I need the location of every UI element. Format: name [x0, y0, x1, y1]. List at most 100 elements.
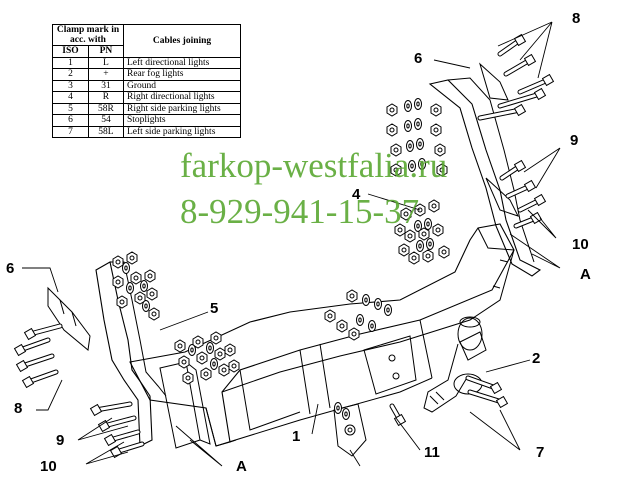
bolt-head [513, 103, 527, 117]
washer-hole [386, 307, 390, 313]
nut [430, 123, 442, 137]
nut-hole [221, 367, 227, 373]
bolt-head [393, 413, 407, 427]
washer-hole [128, 285, 132, 291]
nut [148, 307, 160, 321]
nut [210, 331, 222, 345]
nut [182, 371, 194, 385]
washer-hole [428, 241, 432, 247]
washer-hole [190, 347, 194, 353]
table-cell-iso: 7 [52, 125, 89, 138]
nut-hole [339, 323, 345, 329]
nut-hole [435, 227, 441, 233]
nut-hole [433, 127, 439, 133]
nut-hole [439, 167, 445, 173]
table-header-cables-joining: Cables joining [123, 24, 241, 58]
washer [384, 304, 392, 316]
nut [200, 367, 212, 381]
washer [414, 118, 422, 130]
main-crossbar [129, 223, 515, 447]
washer-hole [358, 317, 362, 323]
callout-5: 5 [210, 300, 219, 317]
bolt-shaft-inner [498, 92, 542, 108]
callout-9-left: 9 [56, 432, 65, 449]
washer [342, 408, 350, 420]
washer [416, 138, 424, 150]
table-row: 2+Rear fog lights [52, 68, 241, 81]
callout-A-left: A [236, 458, 247, 475]
fastener-group [13, 33, 555, 459]
table-cell-desc: Ground [123, 79, 241, 92]
bolt-shaft-inner [20, 354, 54, 368]
nut [214, 347, 226, 361]
nut-hole [217, 351, 223, 357]
callout-8-left: 8 [14, 400, 23, 417]
table-cell-pn: R [87, 91, 125, 104]
table-cell-pn: 58R [87, 102, 125, 115]
nut [408, 251, 420, 265]
nut [324, 309, 336, 323]
washer-hole [416, 121, 420, 127]
bolt-head [21, 375, 35, 389]
nut [434, 143, 446, 157]
nut-hole [431, 203, 437, 209]
callout-A-right: A [580, 266, 591, 283]
nut [390, 143, 402, 157]
bolt-head [541, 73, 555, 87]
washer [368, 320, 376, 332]
washer-hole [410, 163, 414, 169]
callout-8-right: 8 [572, 10, 581, 27]
bolt-head [513, 159, 527, 173]
nut-hole [393, 167, 399, 173]
nut-hole [327, 313, 333, 319]
center-mount-plate [363, 335, 417, 395]
nut [112, 255, 124, 269]
nut-hole [195, 339, 201, 345]
bolt-head [489, 381, 503, 395]
nut [126, 251, 138, 265]
right-side-bracket [428, 62, 542, 277]
table-cell-pn: + [87, 68, 125, 81]
table-cell-iso: 4 [52, 91, 89, 104]
washer-hole [418, 141, 422, 147]
washer [140, 280, 148, 292]
nut [436, 163, 448, 177]
nut-hole [203, 371, 209, 377]
washer-hole [344, 411, 348, 417]
nut [438, 245, 450, 259]
callout-11: 11 [424, 444, 440, 461]
watermark-phone: 8-929-941-15-37 [180, 192, 420, 231]
nut-hole [231, 363, 237, 369]
nut-hole [401, 247, 407, 253]
washer-hole [420, 161, 424, 167]
bolt-shaft-inner [18, 338, 50, 352]
nut-hole [351, 331, 357, 337]
nut-hole [177, 343, 183, 349]
washer [374, 298, 382, 310]
table-cell-desc: Left side parking lights [123, 125, 241, 138]
nut-hole [403, 211, 409, 217]
cable-joining-table: Clamp mark in acc. with Cables joining I… [52, 24, 241, 138]
table-header-clamp-mark: Clamp mark in acc. with [52, 24, 124, 46]
nut [348, 327, 360, 341]
nut [174, 339, 186, 353]
nut-hole [133, 275, 139, 281]
nut [228, 359, 240, 373]
washer-hole [408, 143, 412, 149]
bolt-head [97, 419, 111, 433]
table-cell-pn: 31 [87, 79, 125, 92]
nut [398, 243, 410, 257]
washer [142, 300, 150, 312]
nut-hole [213, 335, 219, 341]
nut-hole [137, 295, 143, 301]
bolt-head [533, 87, 547, 101]
nut-hole [147, 273, 153, 279]
washer [334, 402, 342, 414]
bolt-shaft-inner [504, 58, 532, 76]
table-cell-desc: Right side parking lights [123, 102, 241, 115]
bolt-head [533, 193, 547, 207]
washer-hole [364, 297, 368, 303]
table-cell-pn: 54 [87, 114, 125, 127]
